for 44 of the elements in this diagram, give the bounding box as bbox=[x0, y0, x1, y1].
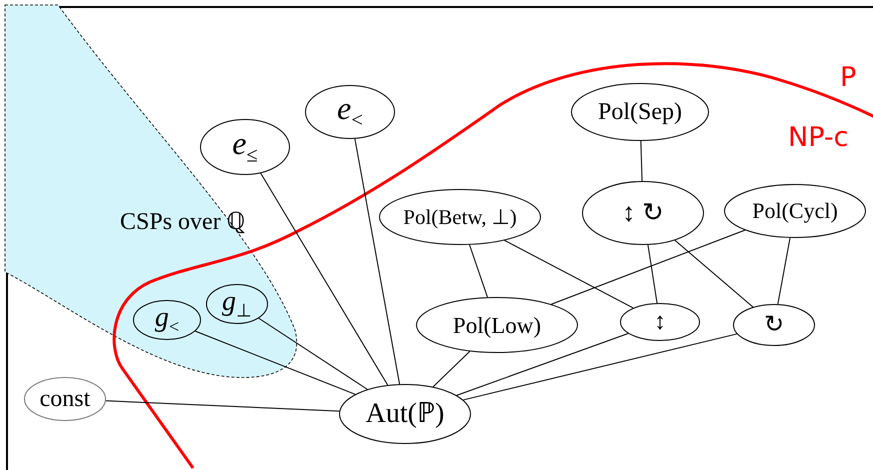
connector-line bbox=[105, 400, 340, 412]
ellipse-node bbox=[733, 304, 815, 346]
connector-line bbox=[504, 240, 634, 308]
node-label: g$_{<}$ bbox=[154, 304, 180, 336]
ellipse-node bbox=[24, 377, 106, 421]
node-label: Pol(Sep) bbox=[598, 100, 682, 124]
ellipse-node bbox=[620, 303, 700, 341]
connector-line bbox=[674, 240, 754, 308]
ellipse-node bbox=[724, 184, 866, 238]
ellipse-node bbox=[206, 284, 268, 324]
region-label: CSPs over ℚ bbox=[120, 210, 246, 234]
connector-line bbox=[432, 350, 470, 388]
connector-line bbox=[462, 333, 738, 400]
connector-line bbox=[456, 333, 629, 396]
node-label: g$_{⊥}$ bbox=[222, 288, 252, 320]
node-label: ↻ bbox=[764, 313, 784, 337]
node-label: Pol(Low) bbox=[452, 314, 542, 336]
connector-line bbox=[550, 230, 746, 305]
ellipse-node bbox=[379, 189, 541, 245]
connector-line bbox=[777, 237, 791, 305]
connector-line bbox=[258, 318, 368, 390]
region-label: P bbox=[840, 64, 856, 91]
node-label: e$_{<}$ bbox=[337, 92, 363, 132]
node-label: e$_{≤}$ bbox=[232, 127, 258, 167]
ellipse-node bbox=[133, 300, 201, 340]
node-label: ↕ ↻ bbox=[622, 200, 664, 226]
connector-line bbox=[260, 172, 388, 386]
connector-line bbox=[194, 330, 356, 395]
ellipse-node bbox=[305, 85, 395, 139]
ellipse-node bbox=[582, 181, 704, 245]
node-label: Aut(ℙ) bbox=[366, 400, 444, 428]
ellipse-node bbox=[200, 119, 290, 175]
connector-line bbox=[640, 140, 643, 182]
node-label: ↕ bbox=[654, 310, 666, 334]
ellipse-node bbox=[339, 384, 471, 444]
connector-line bbox=[469, 244, 488, 298]
node-label: Pol(Betw, ⊥) bbox=[403, 206, 517, 228]
ellipse-node bbox=[571, 83, 709, 141]
node-label: const bbox=[40, 387, 90, 411]
node-label: Pol(Cycl) bbox=[752, 200, 838, 222]
connector-line bbox=[647, 244, 658, 304]
ellipse-node bbox=[416, 297, 578, 353]
connector-line bbox=[354, 138, 400, 385]
region-label: NP-c bbox=[788, 124, 848, 151]
